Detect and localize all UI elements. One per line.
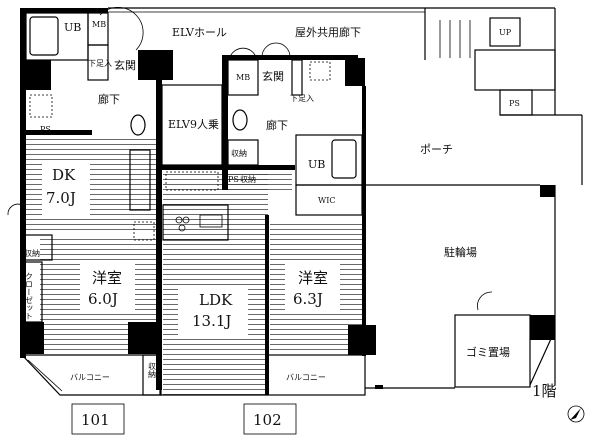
closet-101-label: クローゼット	[25, 272, 34, 320]
stove-icon	[175, 216, 190, 232]
walls	[7, 7, 583, 396]
balcony-101-label: バルコニー	[70, 373, 110, 382]
ub-102-label: UB	[308, 158, 325, 171]
ps-stairs-label: PS	[509, 99, 520, 108]
porch-label: ポーチ	[420, 143, 453, 156]
hallway-101-label: 廊下	[98, 92, 120, 106]
entrance-102-label: 玄関	[262, 69, 284, 83]
unit-102-label: 102	[253, 411, 282, 429]
elv-hall-label: ELVホール	[172, 26, 227, 39]
ldk-size: 13.1J	[192, 312, 231, 330]
wic-label: WIC	[318, 196, 336, 205]
western-101-size: 6.0J	[88, 290, 118, 308]
storage-ldk-label: 収納	[148, 361, 157, 379]
outdoor-corridor-label: 屋外共用廊下	[295, 25, 361, 39]
dk-size: 7.0J	[46, 189, 76, 207]
toilet-icon	[232, 109, 248, 131]
elevator-label: ELV9人乗	[168, 118, 219, 131]
washer-pan-icon	[309, 61, 331, 81]
garbage-label: ゴミ置場	[466, 345, 510, 359]
shoebox-101-label: 下足入	[88, 59, 112, 68]
ps-101-label: PS	[40, 125, 51, 134]
room-labels: UB MB 下足入 玄関 廊下 PS ELVホール 屋外共用廊下 UP PS M…	[24, 20, 557, 400]
north-compass-icon	[567, 405, 585, 423]
storage-102b-label: 収納	[240, 174, 256, 184]
kitchen-counter	[129, 149, 151, 211]
balcony-102-label: バルコニー	[286, 373, 326, 382]
ub-101-label: UB	[64, 21, 81, 34]
stairs-up-label: UP	[499, 28, 512, 37]
bicycle-parking-label: 駐輪場	[444, 245, 477, 259]
washer-pan-icon	[29, 94, 53, 118]
western-102-name: 洋室	[298, 269, 328, 287]
unit-101-label: 101	[81, 411, 110, 429]
western-102-size: 6.3J	[293, 290, 323, 308]
ldk-name: LDK	[199, 291, 233, 309]
bathtub-icon	[331, 139, 357, 179]
entrance-101-label: 玄関	[114, 58, 136, 72]
hallway-102-label: 廊下	[266, 118, 288, 132]
ps-102-label: PS	[228, 175, 239, 184]
shoebox-102-label: 下足入	[290, 94, 314, 103]
mb-101-label: MB	[92, 20, 106, 29]
storage-101-label: 収納	[24, 248, 40, 258]
stairs	[439, 17, 556, 116]
dk-name: DK	[52, 166, 76, 184]
toilet-icon	[130, 114, 146, 136]
mb-102-label: MB	[236, 73, 250, 82]
storage-102-label: 収納	[231, 148, 247, 158]
bathtub-icon	[29, 16, 59, 56]
floor-label: 1階	[532, 382, 557, 400]
western-101-name: 洋室	[92, 269, 122, 287]
